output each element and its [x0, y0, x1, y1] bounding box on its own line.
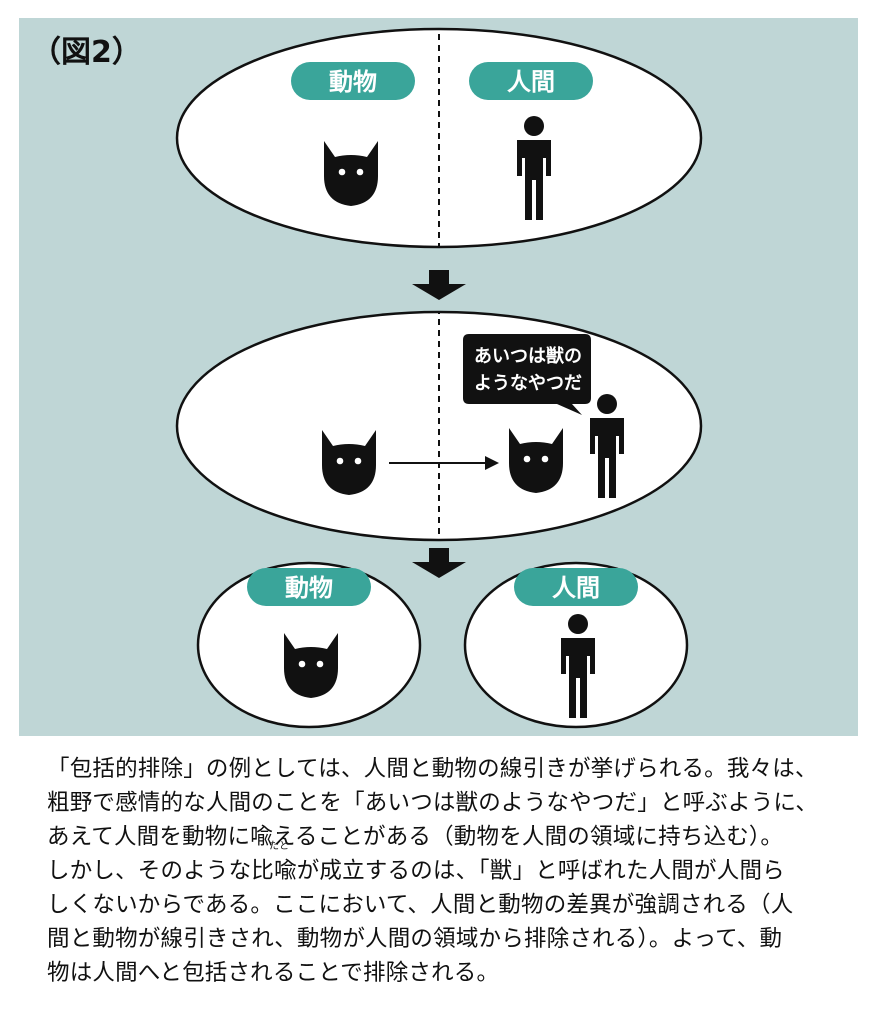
top-tag-human-label: 人間 [507, 68, 555, 96]
down-arrow-icon-1 [412, 270, 466, 300]
bottom-tag-human-label: 人間 [552, 574, 600, 602]
speech-line-1: あいつは獣の [474, 345, 582, 367]
top-tag-human [469, 62, 593, 100]
caption-text: 「包括的排除」の例としては、人間と動物の線引きが挙げられる。我々は、 粗野で感情… [47, 756, 819, 986]
diagram-figure: （図2） 動物 人間 あいつは獣の ようなやつだ 動物 人間 [19, 18, 858, 736]
bottom-tag-animal-label: 動物 [285, 574, 333, 602]
bottom-right-group: 人間 [463, 561, 689, 729]
bottom-tag-human [514, 568, 638, 606]
bottom-left-group: 動物 [196, 561, 422, 729]
speech-bubble [463, 334, 591, 415]
top-tag-animal [291, 62, 415, 100]
ruby-annotation: たと [269, 841, 289, 852]
bottom-left-ellipse [196, 561, 422, 729]
top-tag-animal-label: 動物 [329, 68, 377, 96]
down-arrow-icon-2 [412, 548, 466, 578]
bottom-tag-animal [247, 568, 371, 606]
figure-label: （図2） [31, 35, 142, 70]
top-ellipse-group: 動物 人間 [175, 27, 703, 249]
middle-ellipse-group: あいつは獣の ようなやつだ [175, 310, 703, 542]
speech-line-2: ようなやつだ [474, 373, 582, 394]
transfer-arrow-head-icon [485, 456, 499, 470]
